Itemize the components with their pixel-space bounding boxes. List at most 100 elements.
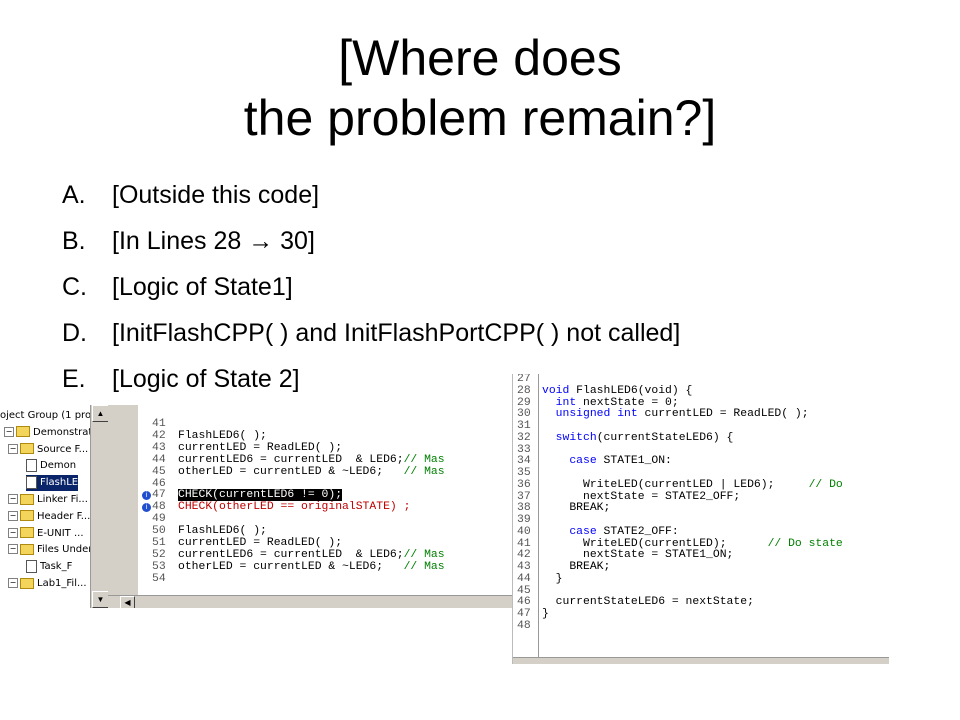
code-statement: BREAK;	[542, 502, 611, 515]
code-text: }	[542, 608, 549, 621]
line-number: 27	[517, 374, 531, 385]
code-text: FlashLED6( );	[178, 525, 267, 537]
tree-item[interactable]: −Header F...	[8, 509, 90, 525]
code-text: switch(currentStateLED6) {	[542, 431, 734, 445]
line-number: 35	[517, 467, 531, 479]
answer-b[interactable]: B.[In Lines 28 → 30]	[62, 218, 680, 264]
expand-toggle-icon[interactable]: −	[8, 494, 18, 504]
line-number: 48	[517, 619, 531, 632]
tree-item-label: Files Under	[37, 544, 93, 556]
code-statement: STATE1_ON:	[596, 455, 672, 468]
answer-list: A.[Outside this code] B.[In Lines 28 → 3…	[62, 172, 680, 402]
project-tree: oject Group (1 pro−Demonstrate1−Source F…	[0, 405, 105, 608]
tree-item-label: Task_F	[40, 561, 73, 573]
answer-e[interactable]: E.[Logic of State 2]	[62, 356, 680, 402]
code-comment: // Mas	[403, 560, 445, 573]
tree-item[interactable]: −Lab1_Fil...	[8, 576, 87, 592]
code-text: otherLED = currentLED & ~LED6; // Mas	[178, 560, 445, 573]
tree-item[interactable]: − Files Under	[8, 542, 92, 558]
line-number: 51	[152, 537, 166, 549]
info-marker-icon[interactable]: i	[142, 503, 151, 513]
info-marker-icon[interactable]: i	[142, 491, 151, 501]
code-text: unsigned int currentLED = ReadLED( );	[542, 408, 809, 421]
file-icon	[26, 475, 37, 489]
title-line-2: the problem remain?]	[243, 90, 717, 146]
code-text: BREAK;	[542, 561, 611, 574]
tree-item[interactable]: Task_F	[26, 559, 72, 575]
code-statement: CHECK(currentLED6 != 0);	[178, 489, 343, 502]
code-text: WriteLED(currentLED); // Do state	[542, 537, 843, 551]
folder-icon	[20, 493, 34, 505]
code-comment: // Do	[808, 478, 843, 491]
code-comment: // Mas	[403, 453, 445, 466]
expand-toggle-icon[interactable]: −	[8, 510, 18, 521]
code-statement: currentLED6 = currentLED & LED6;	[178, 453, 404, 466]
line-number-gutter	[513, 374, 539, 664]
line-number: 33	[517, 443, 531, 456]
editor-bottom-bar[interactable]	[513, 657, 889, 664]
tree-vertical-scrollbar[interactable]: ▲ ▼	[90, 405, 109, 608]
tree-item-label: Demon	[40, 460, 77, 472]
answer-c[interactable]: C. [Logic of State1]	[62, 264, 680, 310]
code-statement: currentStateLED6 = nextState;	[542, 596, 754, 609]
line-number: 41	[517, 537, 531, 550]
folder-icon	[20, 527, 34, 539]
code-statement: }	[542, 572, 563, 585]
line-number: 50	[152, 525, 166, 538]
expand-toggle-icon[interactable]: −	[8, 527, 18, 538]
code-statement: (currentStateLED6) {	[596, 431, 734, 444]
line-number: 41	[152, 418, 166, 430]
scroll-left-arrow-icon[interactable]: ◀	[120, 596, 135, 608]
expand-toggle-icon[interactable]: −	[8, 544, 18, 555]
answer-a[interactable]: A.[Outside this code]	[62, 172, 680, 218]
tree-item[interactable]: FlashLE	[26, 475, 79, 492]
code-keyword: switch	[542, 431, 597, 444]
code-statement: currentLED = ReadLED( );	[178, 441, 343, 454]
editor-horizontal-scrollbar[interactable]: ◀	[108, 595, 513, 608]
title-line-1: [Where does	[338, 30, 622, 86]
code-text: currentLED6 = currentLED & LED6;// Mas	[178, 453, 445, 466]
line-number: 30	[517, 408, 531, 421]
code-statement: WriteLED(currentLED);	[542, 537, 768, 550]
editor-gutter	[108, 405, 138, 608]
file-icon	[26, 559, 37, 573]
line-number: 42	[152, 429, 166, 442]
code-statement: FlashLED6( );	[178, 429, 267, 442]
expand-toggle-icon[interactable]: −	[8, 443, 18, 454]
scroll-up-arrow-icon[interactable]: ▲	[92, 405, 109, 422]
tree-item[interactable]: −Source F...	[8, 442, 88, 458]
tree-item[interactable]: Demon	[26, 458, 76, 474]
line-number: 37	[517, 490, 531, 503]
scroll-down-arrow-icon[interactable]: ▼	[92, 591, 109, 608]
tree-item[interactable]: −Linker Fi...	[8, 492, 88, 508]
tree-item[interactable]: −Demonstrate1	[4, 425, 105, 441]
expand-toggle-icon[interactable]: −	[4, 426, 14, 437]
expand-toggle-icon[interactable]: −	[8, 578, 18, 588]
slide-title: [Where does the problem remain?]	[0, 28, 960, 148]
tree-item[interactable]: −E-UNIT ...	[8, 526, 84, 542]
answer-d[interactable]: D.[InitFlashCPP( ) and InitFlashPortCPP(…	[62, 310, 680, 356]
code-text: currentLED = ReadLED( );	[178, 441, 343, 454]
code-text: WriteLED(currentLED | LED6); // Do	[542, 478, 843, 492]
folder-icon	[16, 426, 30, 438]
folder-icon	[20, 543, 34, 555]
code-keyword: case	[542, 525, 597, 538]
answer-letter: C.	[62, 273, 87, 301]
code-text: currentStateLED6 = nextState;	[542, 596, 754, 609]
code-statement: }	[542, 608, 549, 620]
line-number: 53	[152, 560, 166, 573]
line-number: 45	[517, 584, 531, 597]
code-statement: CHECK(otherLED == originalSTATE) ;	[178, 501, 411, 514]
tree-item[interactable]: oject Group (1 pro	[0, 408, 91, 424]
answer-text: [In Lines 28 → 30]	[112, 227, 315, 255]
line-number: 48	[152, 501, 166, 514]
code-statement: nextState = STATE1_ON;	[542, 549, 734, 562]
code-statement: BREAK;	[542, 561, 611, 573]
tree-item-label: FlashLE	[40, 477, 79, 489]
answer-text: [Logic of State1]	[112, 273, 293, 301]
code-text: CHECK(otherLED == originalSTATE) ;	[178, 502, 410, 513]
code-statement: STATE2_OFF:	[596, 525, 679, 538]
answer-letter: E.	[62, 365, 86, 393]
code-text: otherLED = currentLED & ~LED6; // Mas	[178, 466, 445, 478]
